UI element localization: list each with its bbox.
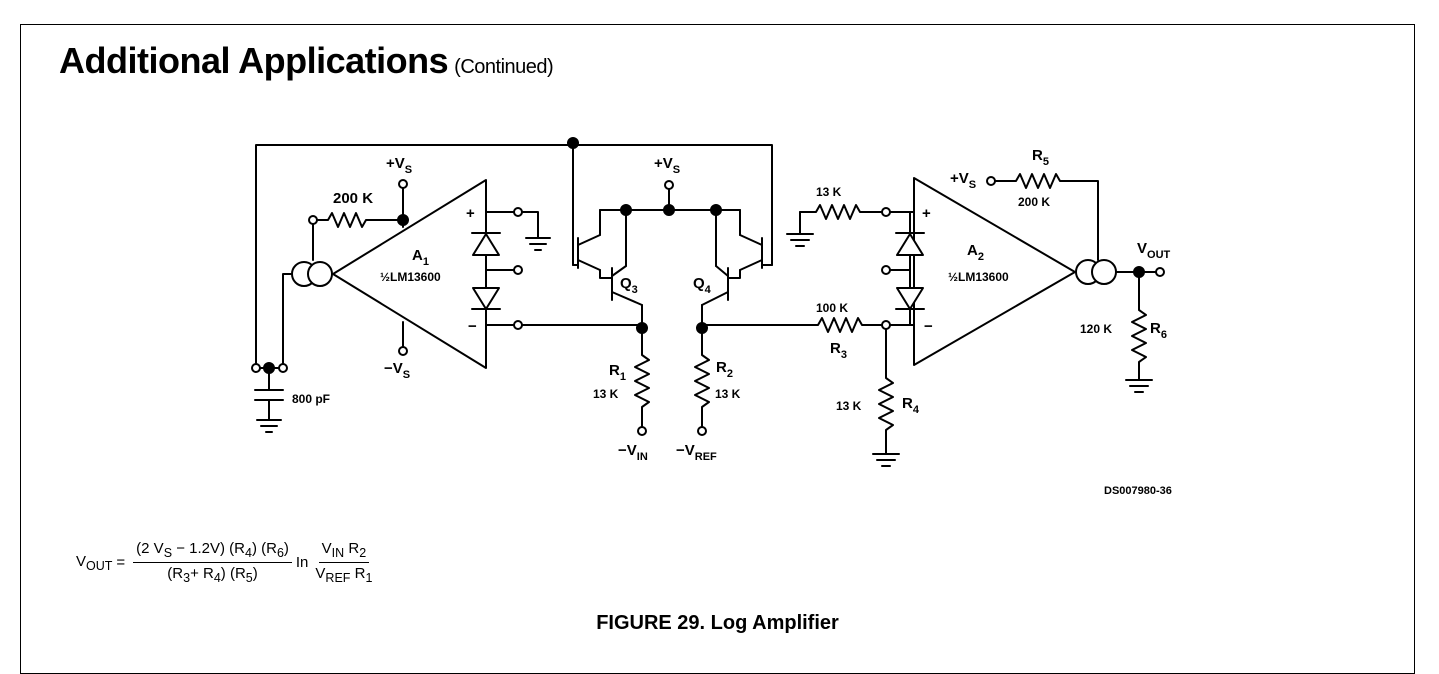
label-vs-minus: −VS (384, 360, 410, 381)
op-amp-a2 (881, 173, 1165, 366)
label-a1-minus: − (468, 318, 477, 335)
resistor-r4 (872, 328, 900, 467)
resistor-r2 (694, 327, 710, 436)
eq-denominator-2: VREF R1 (315, 565, 373, 585)
label-r3-val: 100 K (816, 301, 848, 315)
eq-lhs: VOUT (76, 552, 113, 573)
label-a2-plus: + (922, 205, 931, 222)
eq-denominator-1: (R3+ R4) (R5) (167, 565, 258, 585)
label-r4-val: 13 K (836, 399, 862, 413)
label-200k-left: 200 K (333, 190, 373, 207)
feedback-bus (255, 137, 773, 366)
label-vs-plus-a1: +VS (386, 155, 412, 176)
label-a2-minus: − (924, 318, 933, 335)
label-a1: A1 (412, 247, 429, 268)
label-13k-top: 13 K (816, 185, 842, 199)
label-vref: −VREF (676, 442, 717, 463)
label-r2-val: 13 K (715, 387, 741, 401)
label-a2-part: ½LM13600 (948, 270, 1009, 284)
resistor-r1 (634, 327, 650, 436)
label-r4: R4 (902, 395, 920, 416)
label-r5: R5 (1032, 147, 1049, 168)
eq-fraction-2: VIN R2 VREF R1 (312, 540, 375, 585)
label-r6: R6 (1150, 320, 1167, 341)
label-q4: Q4 (693, 275, 712, 296)
transistor-pair (572, 180, 773, 334)
label-vs-plus-a2: +VS (950, 170, 976, 191)
label-vin: −VIN (618, 442, 648, 463)
resistor-r3 (701, 317, 915, 333)
resistor-r6 (1125, 271, 1153, 393)
label-r1-val: 13 K (593, 387, 619, 401)
label-a1-plus: + (466, 205, 475, 222)
eq-ln: In (295, 554, 309, 571)
drawing-code: DS007980-36 (1104, 485, 1172, 497)
op-amp-a1 (282, 179, 643, 369)
section-subtitle: (Continued) (454, 56, 554, 78)
eq-fraction-1: (2 VS − 1.2V) (R4) (R6) (R3+ R4) (R5) (133, 540, 292, 585)
eq-numerator-2: VIN R2 (318, 540, 370, 563)
section-title-text: Additional Applications (59, 40, 449, 81)
cap-800pf (251, 362, 288, 433)
eq-equals: = (116, 554, 126, 571)
label-cap: 800 pF (292, 392, 330, 406)
figure-caption-text: FIGURE 29. Log Amplifier (596, 612, 839, 634)
label-q3: Q3 (620, 275, 638, 296)
transfer-equation: VOUT = (2 VS − 1.2V) (R4) (R6) (R3+ R4) … (76, 540, 379, 585)
label-r1: R1 (609, 362, 626, 383)
label-vs-plus-mid: +VS (654, 155, 680, 176)
label-a1-part: ½LM13600 (380, 270, 441, 284)
label-r6-val: 120 K (1080, 322, 1112, 336)
label-a2: A2 (967, 242, 984, 263)
schematic-labels: +VS 200 K A1 ½LM13600 + − −VS 800 pF +VS… (292, 147, 1172, 497)
label-r2: R2 (716, 359, 733, 380)
label-r5-val: 200 K (1018, 195, 1050, 209)
resistor-13k-top (786, 204, 915, 247)
label-vout: VOUT (1137, 240, 1171, 261)
figure-caption: FIGURE 29. Log Amplifier (0, 612, 1439, 635)
label-r3: R3 (830, 340, 847, 361)
eq-numerator-1: (2 VS − 1.2V) (R4) (R6) (133, 540, 292, 563)
section-title: Additional Applications(Continued) (59, 40, 554, 82)
